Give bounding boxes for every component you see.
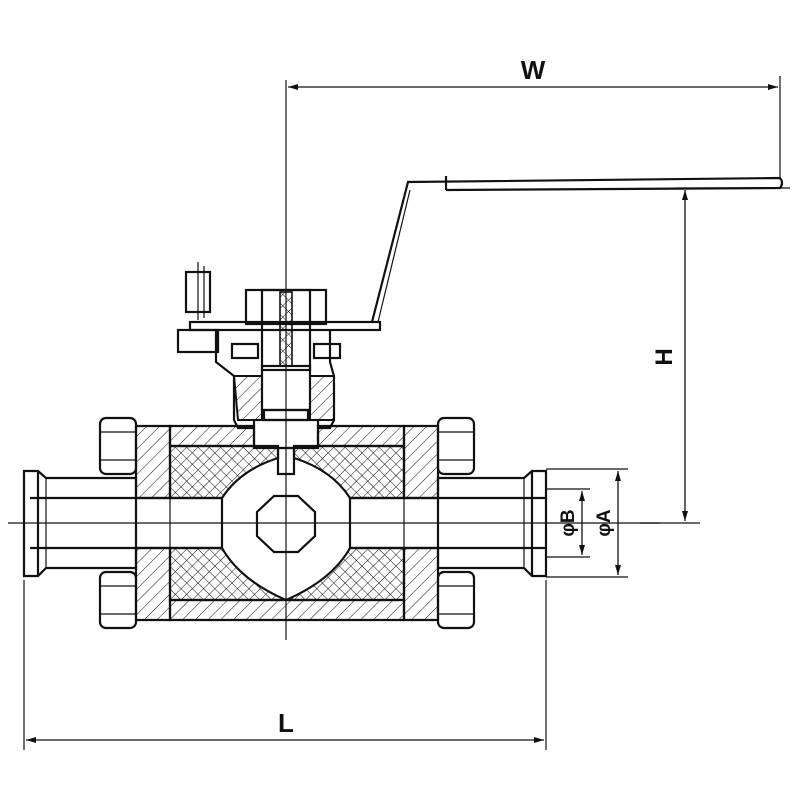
nut-lower-right [436,570,476,630]
nut-upper-right [436,416,476,476]
seat-lower-right [285,546,406,602]
nut-lower-left [98,570,138,630]
stem-tang [276,446,296,476]
lock-tab [176,262,220,354]
stem-top [260,288,312,372]
body-right-upper [402,424,440,500]
ball [220,494,352,554]
bolt-lower-left [98,570,138,630]
label-w: W [521,55,546,85]
body-center-top-left [168,424,256,448]
label-h: H [651,348,678,365]
seats [168,444,406,602]
bolt-lower-right [436,570,476,630]
dimension-l: L [23,580,547,750]
nut-upper-left [98,416,138,476]
neck-hatch-left [232,375,263,421]
bolt-upper-left [98,416,138,476]
body-center-top-right [316,424,406,448]
bore [30,446,546,600]
neck-hatch-right [309,375,335,421]
valve-body [134,424,440,622]
ball-bore-octagon [255,494,317,554]
seat-upper-left [168,444,280,500]
bonnet-neck [214,330,336,430]
ferrule-left [22,469,138,578]
body-left-upper [134,424,172,500]
washer-right [312,342,342,360]
seat-upper-right [292,444,406,500]
body-left-lower [134,546,172,622]
seat-lower-left [168,546,287,602]
body-right-lower [402,546,440,622]
bolt-upper-right [436,416,476,476]
lever-arm-inner [377,189,411,323]
label-l: L [278,708,294,738]
washer-left [230,342,260,360]
lever-handle [188,176,784,332]
stem-packing [279,291,293,367]
lever-arm [370,176,784,323]
body-center-bottom [168,598,406,622]
lock-base [176,328,220,354]
ferrule-left-outline [22,469,138,578]
ferrule-right-outline [436,469,548,578]
dimension-h: H [640,187,790,524]
ferrule-right [436,469,548,578]
